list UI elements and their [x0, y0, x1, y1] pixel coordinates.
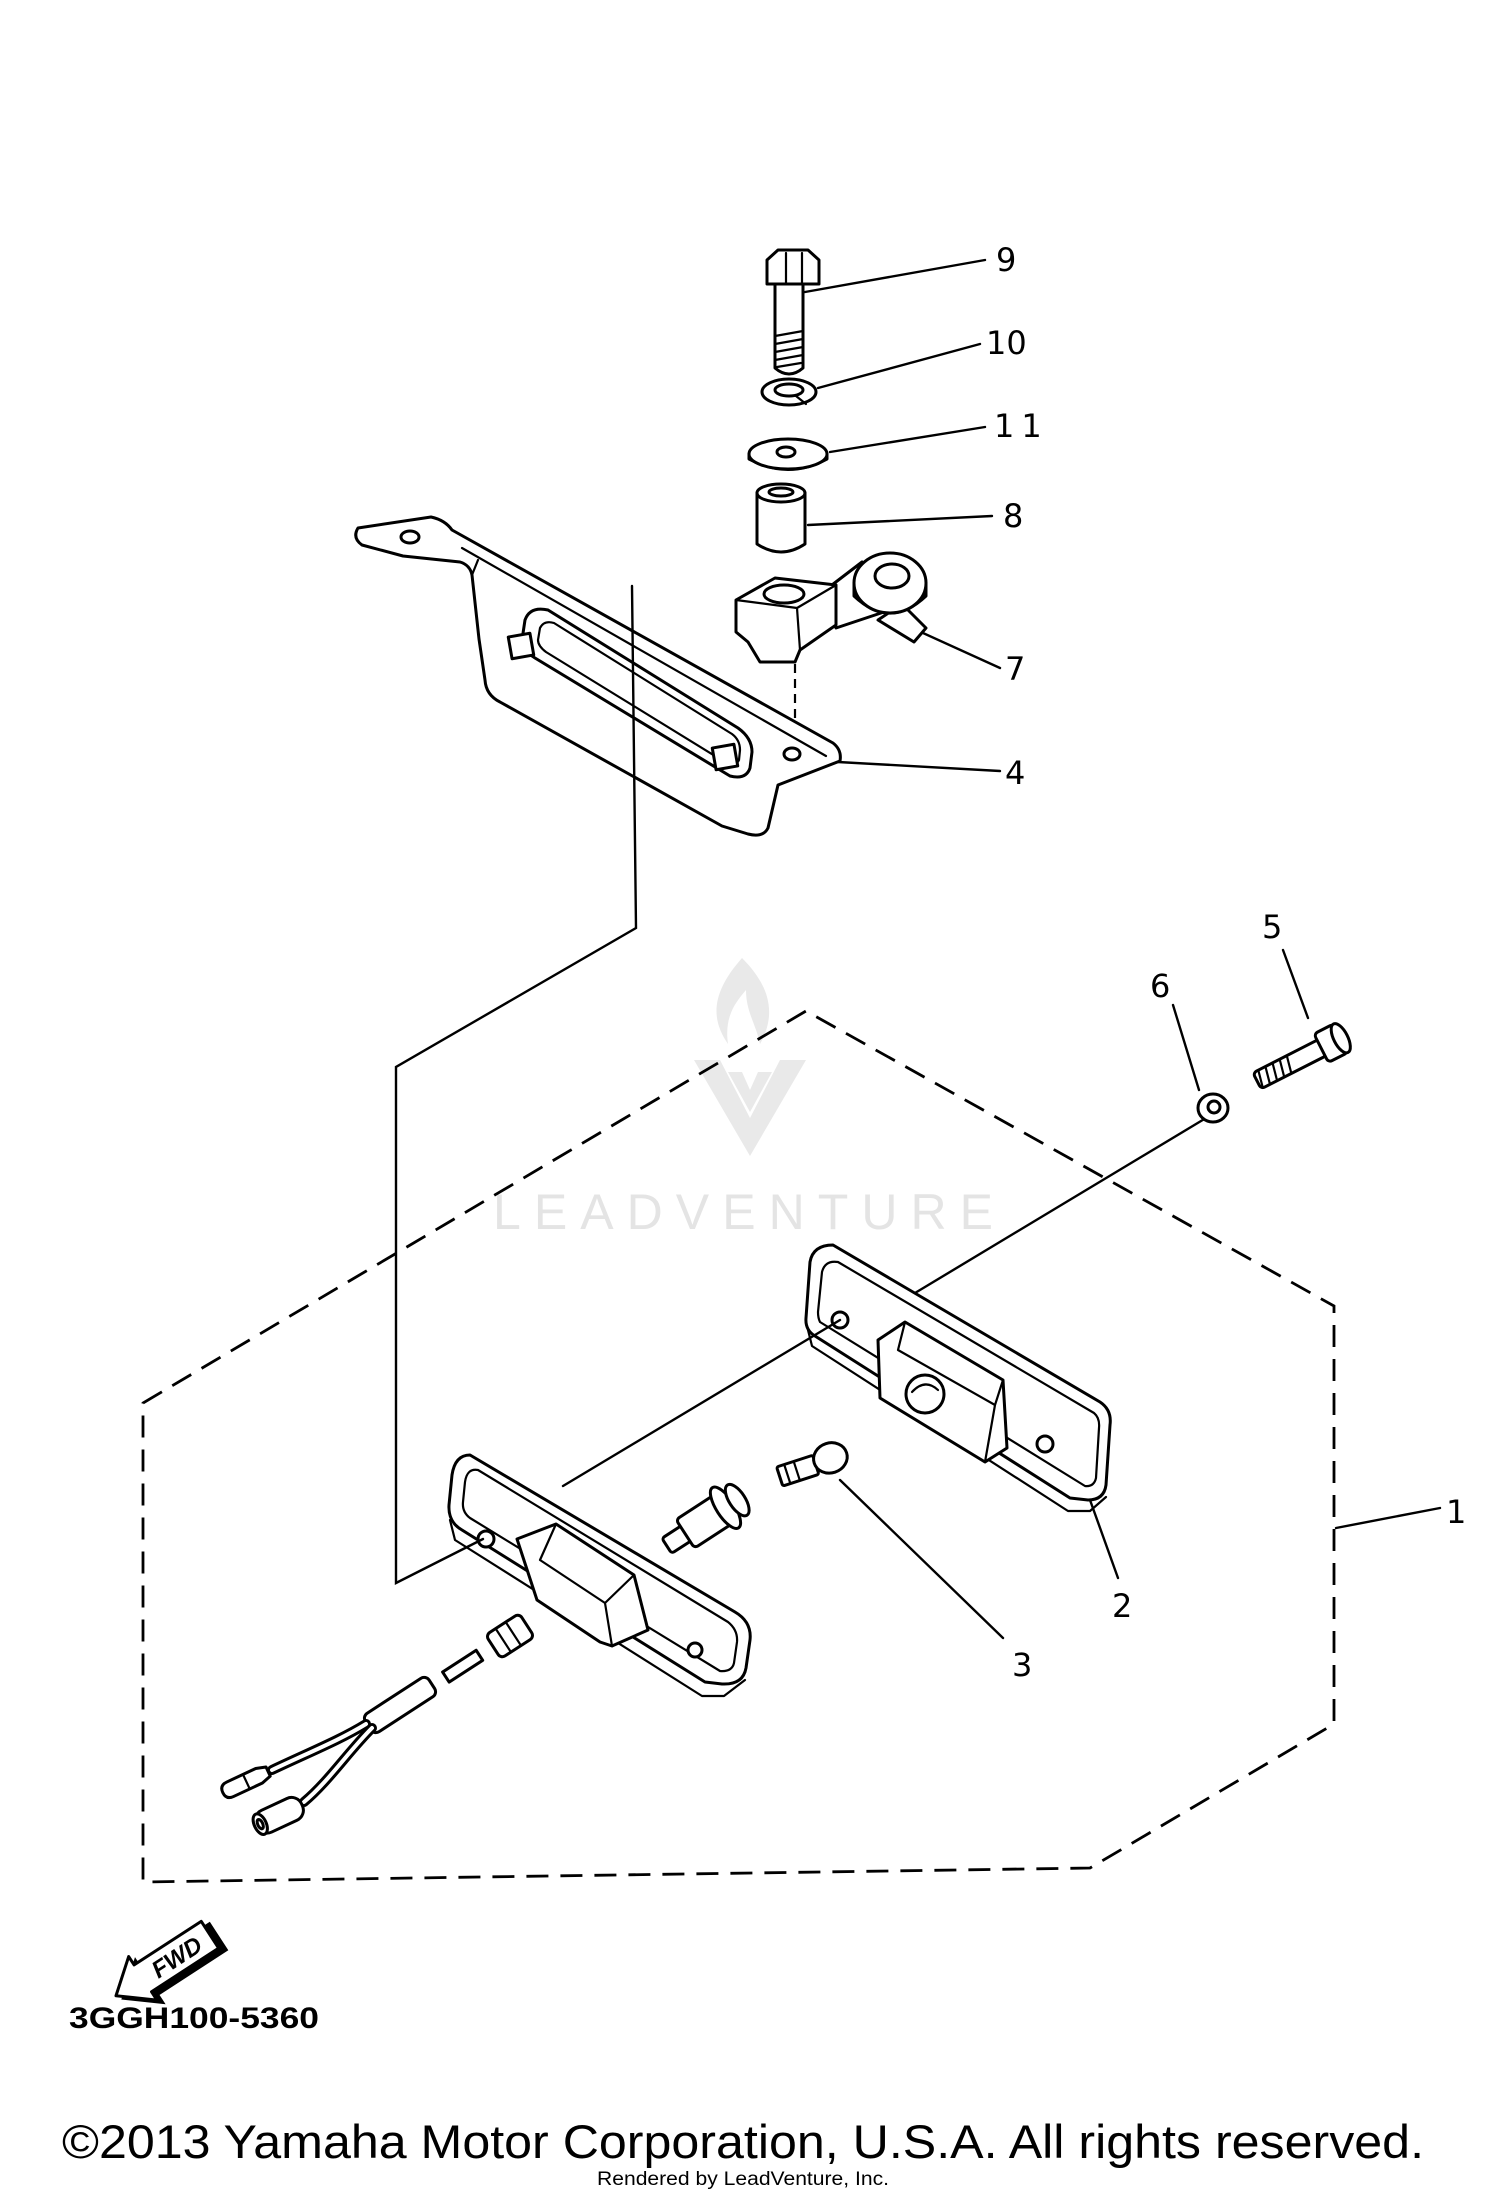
wire-harness — [220, 1613, 534, 1836]
label-6: 6 — [1150, 967, 1170, 1005]
part-2-lens — [804, 1243, 1112, 1513]
bolt-9-threads — [773, 329, 805, 369]
label-2: 2 — [1112, 1587, 1132, 1625]
lens-2-inner-rim — [816, 1260, 1101, 1488]
leader-7 — [910, 626, 1002, 670]
leadventure-logo-icon — [694, 958, 806, 1156]
lens-2-bayonet-slot — [910, 1383, 940, 1394]
lamp-housing — [447, 1453, 752, 1698]
female-connector — [251, 1795, 305, 1836]
socket-end — [723, 1482, 751, 1518]
label-11: 11 — [994, 407, 1049, 445]
bulb-3-contacts — [783, 1460, 801, 1485]
wire-branch-a-core — [270, 1722, 368, 1772]
watermark-text: LEADVENTURE — [493, 1184, 993, 1240]
bolt-5-threads — [1257, 1054, 1293, 1090]
bulb-socket — [661, 1482, 751, 1554]
bullet-connector — [220, 1765, 272, 1800]
washer-6-hole — [1206, 1099, 1222, 1115]
wire-branch-b-core — [302, 1726, 374, 1804]
bracket-7-block-hole — [762, 583, 806, 605]
leader-11 — [828, 425, 987, 454]
female-connector-bore — [255, 1817, 265, 1831]
bolt-9-head — [765, 248, 821, 286]
label-8: 8 — [1003, 497, 1023, 535]
plate-to-housing-reference-line — [394, 584, 638, 1585]
leader-8 — [806, 514, 994, 527]
leader-3 — [838, 1478, 1005, 1640]
housing-hole-left — [476, 1529, 496, 1549]
washer-to-lens-line — [913, 1116, 1208, 1295]
leader-4 — [836, 760, 1002, 773]
leader-9 — [803, 258, 987, 294]
rendered-by-notice: Rendered by LeadVenture, Inc. — [597, 2169, 889, 2190]
bolt-9-head-faces — [784, 251, 804, 286]
wire-lead-body — [441, 1648, 485, 1684]
bracket-7-block-edges — [734, 583, 838, 652]
label-3: 3 — [1012, 1646, 1032, 1684]
leader-5 — [1281, 948, 1310, 1020]
bulb-3-glass — [812, 1441, 849, 1475]
leader-6 — [1171, 1003, 1201, 1092]
housing-body — [515, 1522, 650, 1648]
leader-1 — [1334, 1506, 1442, 1530]
wire-boot-ribs — [494, 1620, 523, 1654]
flat-washer-hole — [775, 445, 797, 459]
label-4: 4 — [1005, 754, 1025, 792]
part-labels: 9 10 11 8 7 4 5 6 1 2 3 — [986, 241, 1466, 1684]
watermark: LEADVENTURE — [493, 958, 993, 1240]
lock-washer-hole — [773, 382, 805, 398]
part-11-flat-washer — [747, 437, 829, 471]
plate-4-cutout-inner — [536, 621, 742, 766]
diagram-code: 3GGH100-5360 — [69, 2002, 319, 2035]
lens-2-hole-right — [1035, 1434, 1055, 1454]
wire-lead — [441, 1648, 485, 1684]
label-9: 9 — [996, 241, 1016, 279]
lock-washer-split — [794, 394, 808, 406]
part-10-lock-washer — [760, 377, 818, 407]
collar-bore — [767, 486, 795, 498]
logo-flame — [716, 958, 770, 1044]
label-7: 7 — [1005, 650, 1025, 688]
housing-to-lens-line — [561, 1318, 842, 1488]
plate-4-tab-hole — [399, 529, 421, 545]
part-8-collar — [755, 482, 807, 554]
label-5: 5 — [1262, 908, 1282, 946]
leader-10 — [816, 342, 982, 390]
wire-boot — [486, 1613, 534, 1659]
wire-boot-body — [486, 1613, 534, 1659]
label-1: 1 — [1446, 1493, 1466, 1531]
label-10: 10 — [986, 324, 1027, 362]
leader-lines — [803, 258, 1442, 1640]
part-3-bulb — [775, 1441, 849, 1487]
housing-hole-right — [686, 1641, 704, 1659]
collar-body — [755, 491, 807, 554]
bullet-connector-ring — [241, 1773, 251, 1791]
housing-depth — [448, 1518, 747, 1698]
lens-2-bayonet — [904, 1373, 946, 1415]
copyright-notice: ©2013 Yamaha Motor Corporation, U.S.A. A… — [62, 2115, 1424, 2168]
fwd-arrow-body — [114, 1919, 221, 2002]
lens-2-socket-edges — [896, 1320, 1005, 1464]
bolt-5-head-end — [1329, 1022, 1352, 1055]
plate-4-clip-left — [506, 631, 536, 661]
part-4-mounting-plate — [354, 515, 842, 837]
housing-frame-inner — [461, 1468, 739, 1673]
part-5-bolt — [1252, 1022, 1352, 1090]
part-6-washer — [1196, 1092, 1230, 1124]
bracket-7-ring-hole — [873, 562, 911, 590]
part-7-bracket — [734, 551, 928, 664]
plate-4-flange-edge — [460, 546, 828, 758]
housing-body-edges — [538, 1522, 636, 1648]
leader-2 — [1088, 1498, 1120, 1580]
lens-2-depth — [806, 1328, 1108, 1513]
part-9-bolt — [765, 248, 821, 376]
logo-v-inner — [728, 1072, 772, 1112]
plate-4-mount-hole — [782, 746, 802, 762]
logo-v — [694, 1060, 806, 1156]
plate-4-clip-right — [710, 742, 740, 772]
